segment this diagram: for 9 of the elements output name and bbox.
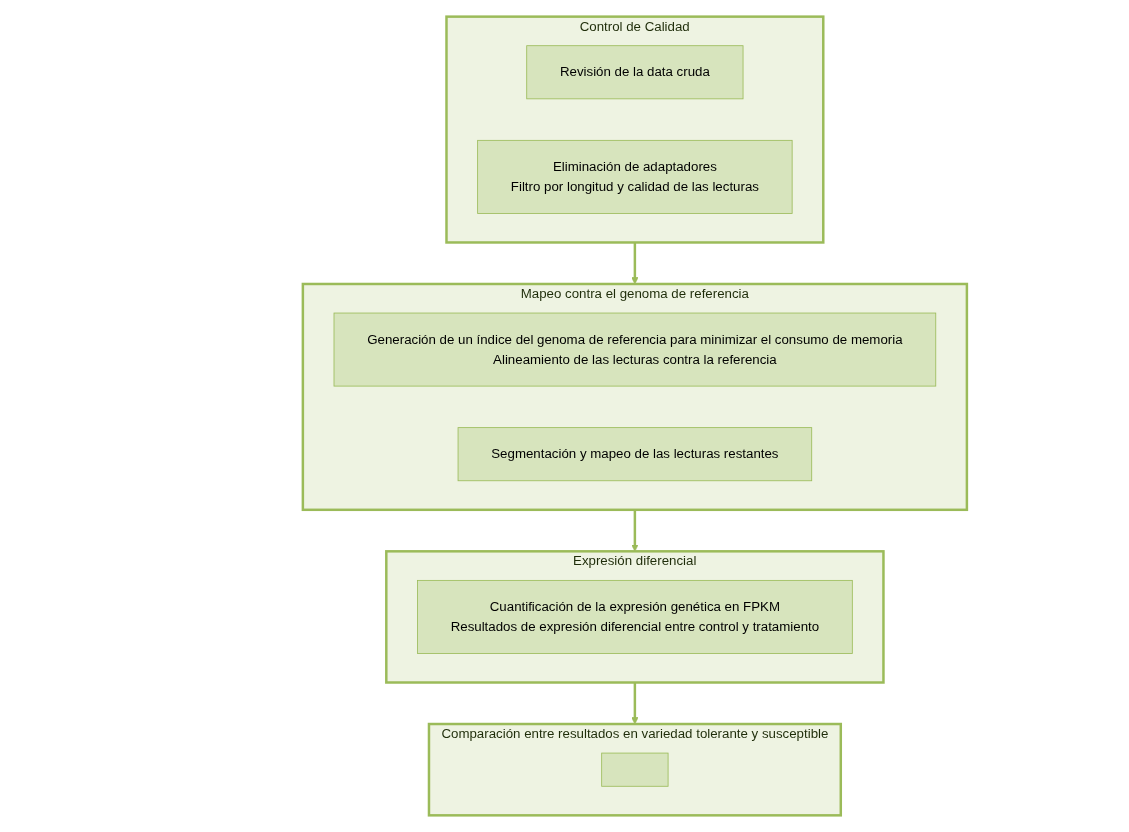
arrow — [631, 509, 639, 552]
node-box: Eliminación de adaptadores Filtro por longitud y calidad de las lecturas — [477, 139, 793, 214]
node-box: Cuantificación de la expresión genética en FPKM Resultados de expresión diferencial entre control y tratamiento — [417, 579, 854, 654]
node-box: Segmentación y mapeo de las lecturas restantes — [458, 427, 813, 482]
cluster: Comparación entre resultados en variedad tolerante y susceptible — [428, 722, 843, 817]
node-box: Revisión de la data cruda — [526, 45, 744, 100]
node-box — [601, 752, 669, 787]
node-box: Generación de un índice del genoma de referencia para minimizar el consumo de memoria Alineamiento de las lecturas contra la referencia — [333, 312, 937, 387]
arrow — [631, 682, 639, 725]
